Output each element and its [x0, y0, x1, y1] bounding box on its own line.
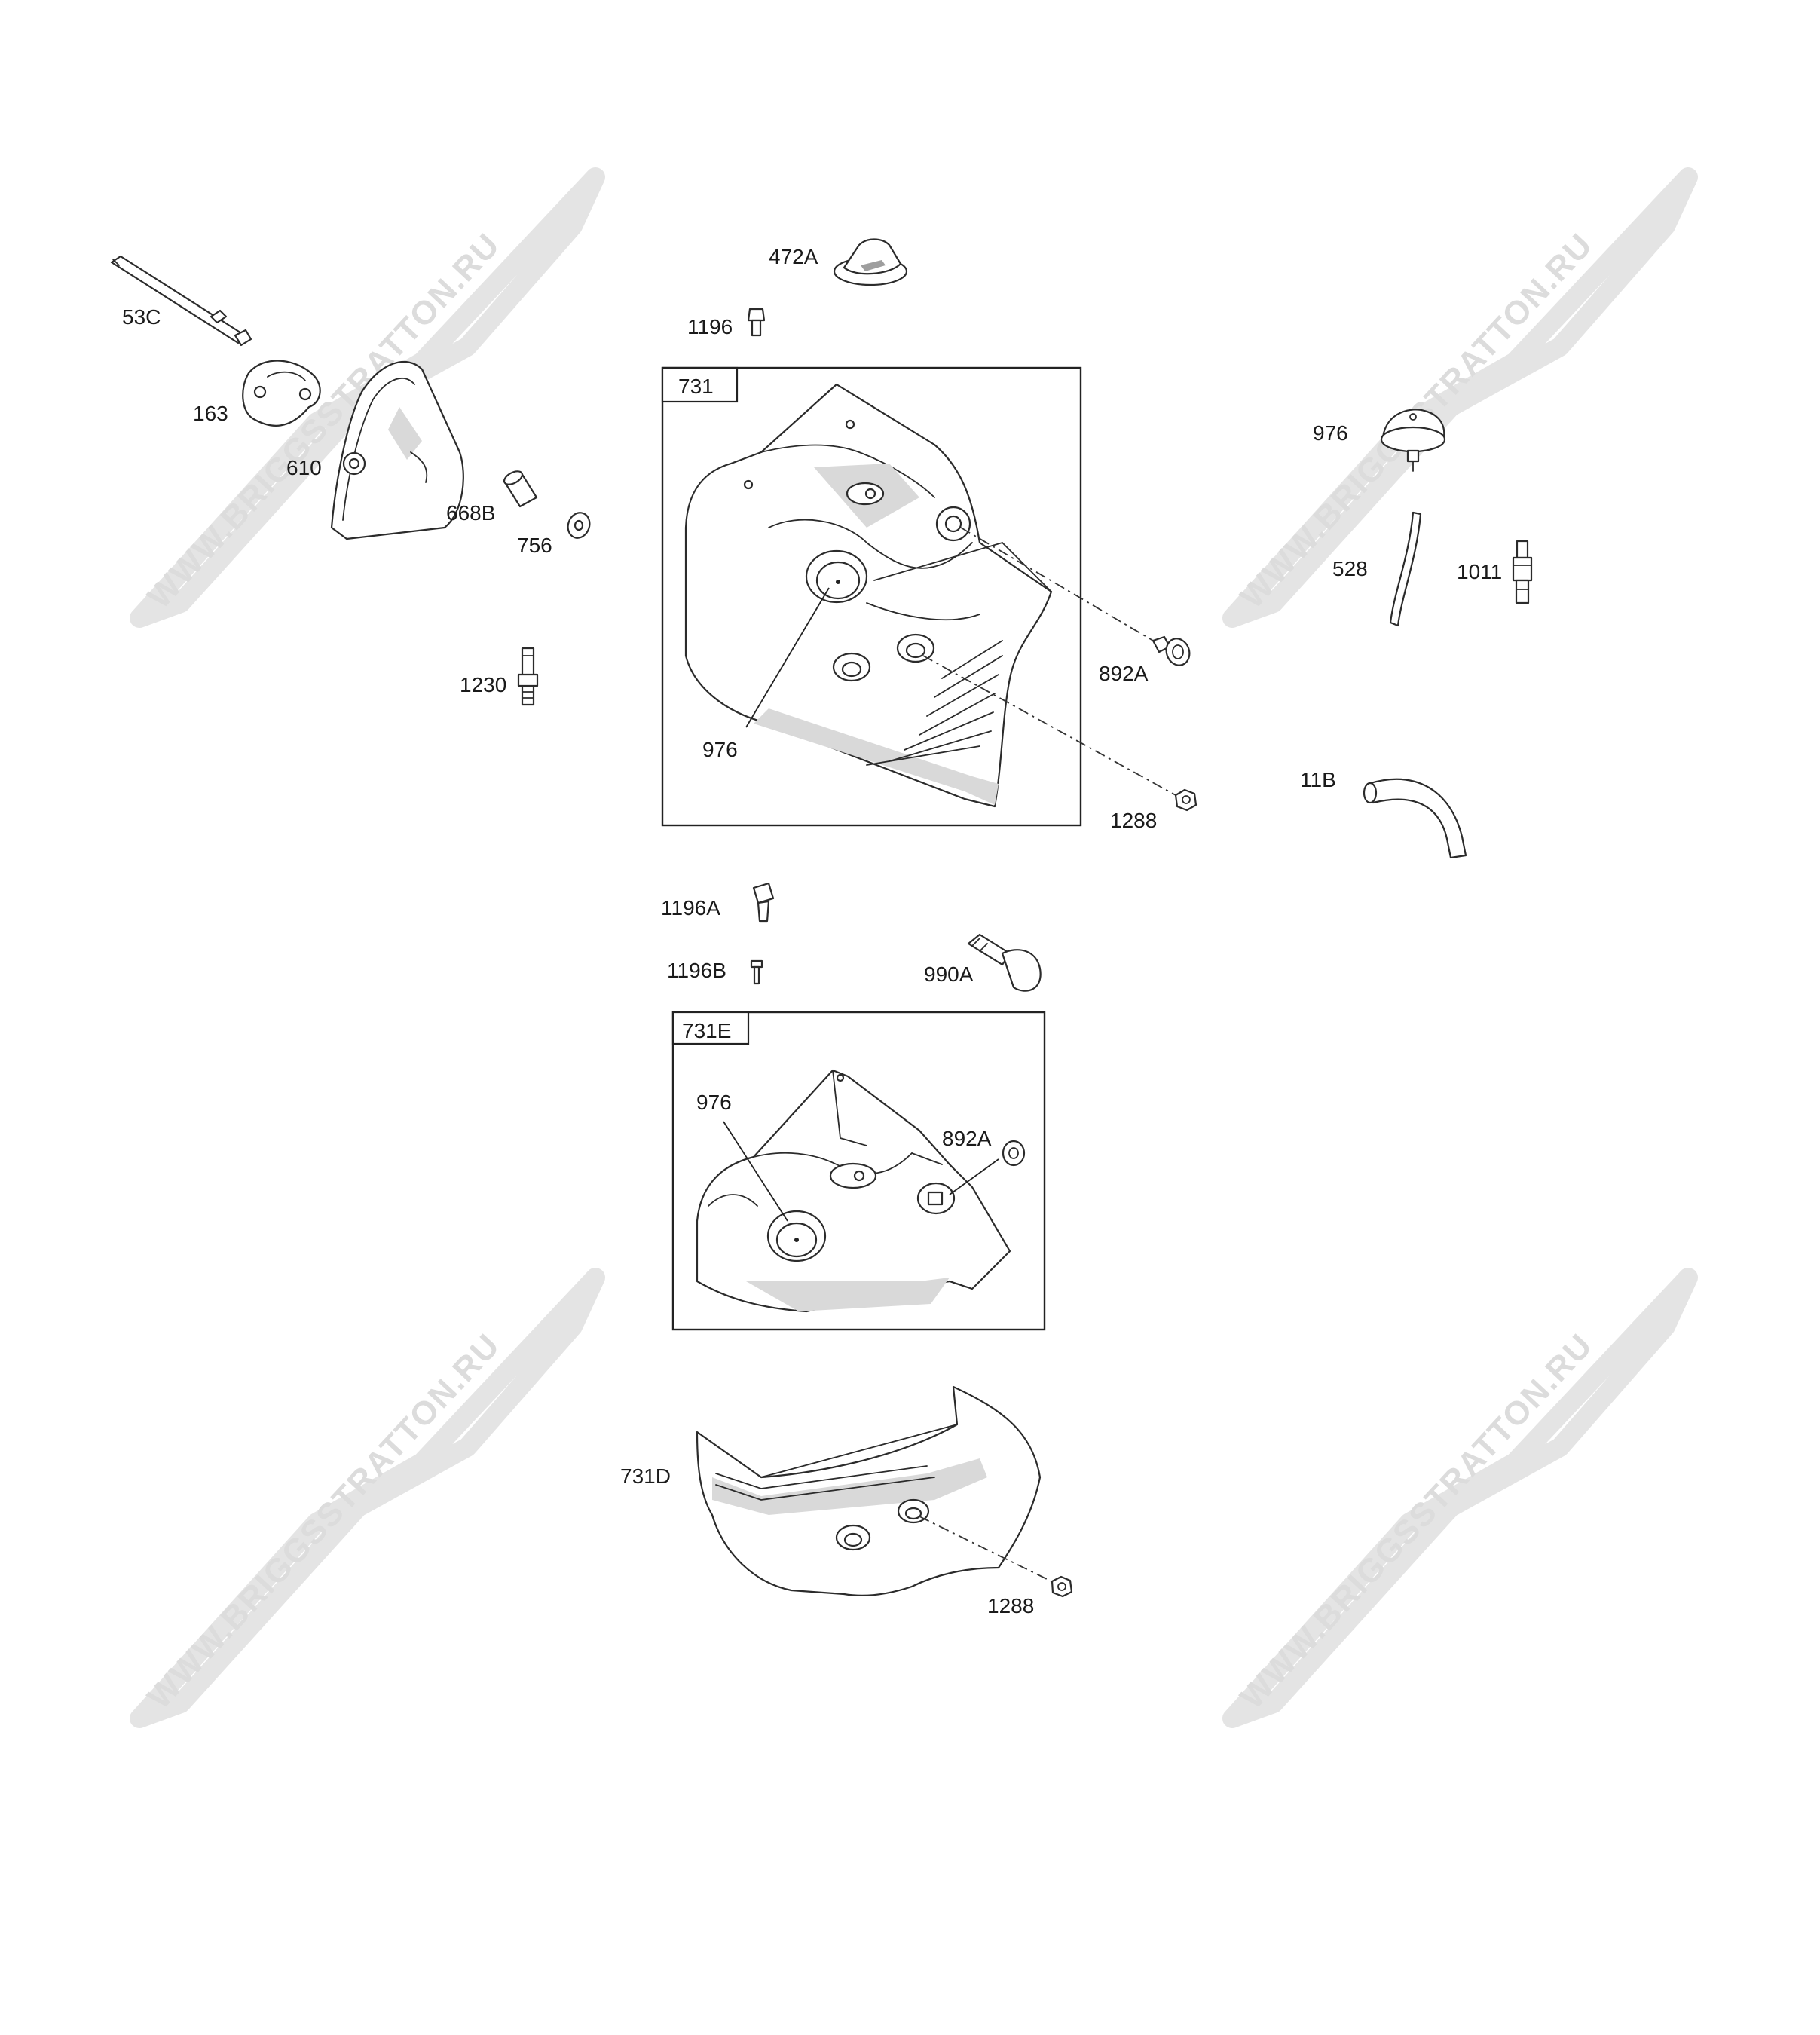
label-1011: 1011: [1457, 560, 1502, 583]
part-668B-spacer: [503, 470, 538, 508]
watermark-bottom-right: WWW.BRIGGSSTRATTON.RU: [1222, 1268, 1698, 1728]
part-1011-fitting: [1512, 540, 1533, 604]
part-990A-primer: [967, 933, 1042, 992]
part-731-cover: [684, 383, 1053, 808]
label-976-right: 976: [1313, 421, 1348, 445]
box-731E: [671, 1011, 1046, 1331]
dash-892A: [960, 527, 1154, 641]
part-1196A-clip: [752, 882, 775, 923]
label-731: 731: [678, 375, 714, 398]
part-610-plate: [330, 360, 464, 540]
label-892A-731E: 892A: [942, 1127, 992, 1150]
box-731: [661, 366, 1082, 827]
label-163: 163: [193, 402, 228, 425]
tag-731: [661, 366, 739, 403]
part-1288-nut: [1174, 788, 1198, 812]
label-528: 528: [1332, 557, 1368, 580]
label-990A: 990A: [924, 962, 974, 986]
part-11B-hose: [1363, 778, 1467, 859]
label-756: 756: [517, 534, 552, 557]
part-53C-rod: [110, 255, 252, 347]
part-731E-cover: [696, 1069, 1011, 1313]
watermark-text: WWW.BRIGGSSTRATTON.RU: [1233, 1327, 1600, 1716]
part-1230-stud: [517, 647, 539, 706]
part-756-washer: [567, 512, 591, 539]
leader-976-731: [745, 587, 830, 728]
label-11B: 11B: [1300, 768, 1336, 791]
leader-976-731E: [723, 1121, 788, 1222]
watermark-top-right: WWW.BRIGGSSTRATTON.RU: [1222, 167, 1698, 628]
label-668B: 668B: [446, 501, 495, 525]
label-976-731: 976: [702, 738, 738, 761]
dash-1288: [922, 655, 1176, 796]
label-731D: 731D: [620, 1464, 671, 1488]
watermark-bottom-left: WWW.BRIGGSSTRATTON.RU: [130, 1268, 605, 1728]
part-1196B-screw: [750, 959, 763, 985]
label-1288-731D: 1288: [987, 1594, 1034, 1617]
part-472A-knob: [833, 238, 908, 286]
dash-1288-731D: [919, 1516, 1052, 1582]
label-610: 610: [286, 456, 322, 479]
part-731D-cover: [696, 1385, 1042, 1597]
part-892A-grommet: [1152, 635, 1191, 666]
part-1196-bolt: [747, 308, 766, 337]
tag-731E: [671, 1011, 750, 1045]
label-472A: 472A: [769, 245, 818, 268]
leader-892A-731E: [949, 1158, 999, 1195]
part-1288-nut-731D: [1051, 1575, 1073, 1598]
label-976-731E: 976: [696, 1091, 732, 1114]
label-1230: 1230: [460, 673, 506, 696]
watermark-text: WWW.BRIGGSSTRATTON.RU: [140, 1327, 507, 1716]
part-163-gasket: [242, 360, 321, 427]
label-1196A: 1196A: [661, 896, 720, 920]
label-1196B: 1196B: [667, 959, 726, 982]
label-53C: 53C: [122, 305, 161, 329]
part-976-cap: [1380, 409, 1446, 472]
part-528-tube: [1389, 511, 1422, 627]
label-1288-731: 1288: [1110, 809, 1157, 832]
label-1196: 1196: [687, 315, 733, 338]
label-892A-731: 892A: [1099, 662, 1149, 685]
label-731E: 731E: [682, 1019, 731, 1042]
part-892A-grommet-731E: [1002, 1140, 1026, 1167]
